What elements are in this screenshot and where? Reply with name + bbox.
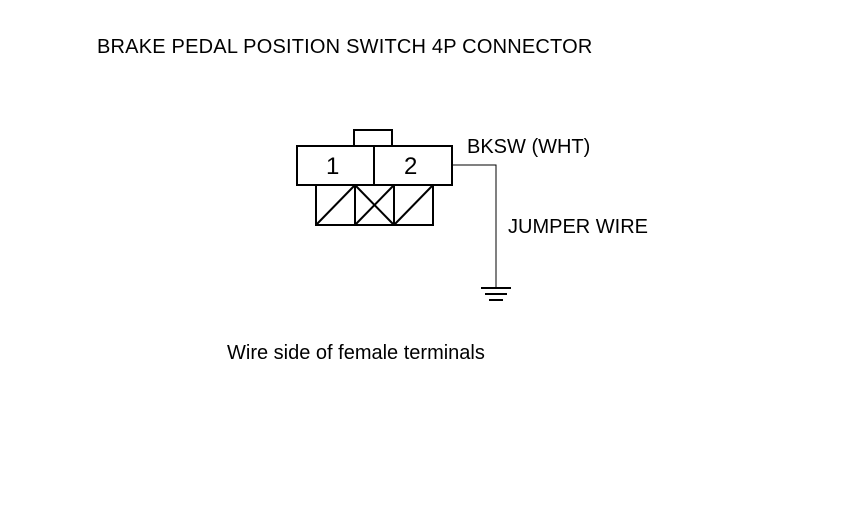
diagram-title: BRAKE PEDAL POSITION SWITCH 4P CONNECTOR: [97, 36, 593, 58]
cavity-cross: [315, 184, 356, 226]
pin-1-label: 1: [326, 153, 339, 180]
cavity-cross: [393, 184, 434, 226]
pin-2-label: 2: [404, 153, 417, 180]
ground-icon: [481, 287, 511, 301]
connector: [296, 129, 453, 226]
jumper-wire-line: [452, 164, 497, 287]
jumper-wire-label: JUMPER WIRE: [508, 216, 648, 238]
jumper-wire: [452, 164, 497, 287]
wire-label: BKSW (WHT): [467, 136, 591, 158]
view-caption: Wire side of female terminals: [227, 342, 485, 364]
connector-lock-tab: [353, 129, 393, 147]
cavity-cross: [354, 184, 395, 226]
terminal-block: [315, 184, 434, 226]
